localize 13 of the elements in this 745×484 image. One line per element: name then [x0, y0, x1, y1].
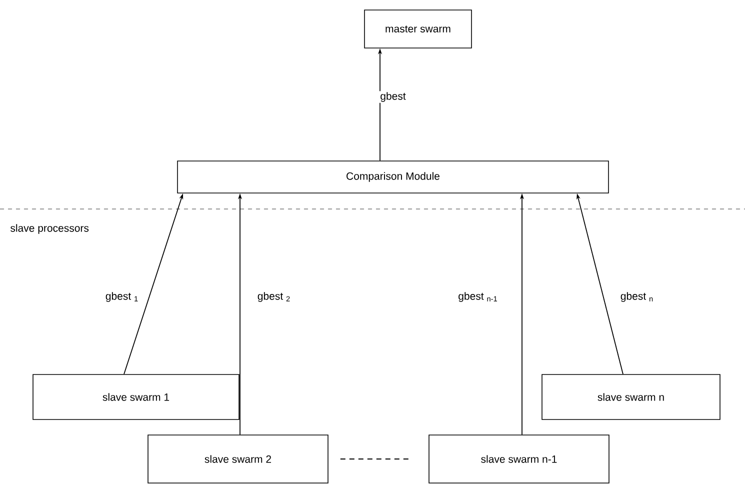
process-box: Comparison Module [177, 160, 609, 194]
connector-line [340, 458, 410, 460]
process-box: slave swarm n [542, 374, 720, 420]
process-box: slave swarm n-1 [428, 434, 610, 484]
edge-label: gbest $_{n}$ [619, 291, 655, 303]
edge-label: gbest $_{n-1}$ [457, 291, 499, 303]
edge-label: gbest $_{2}$ [256, 291, 292, 303]
edge-label: gbest $_{1}$ [104, 291, 140, 303]
edge-label: gbest [379, 91, 407, 103]
region-label: slave processors [10, 224, 89, 234]
process-box: slave swarm 1 [32, 374, 240, 420]
process-box: slave swarm 2 [148, 434, 328, 484]
process-box: master swarm [364, 10, 472, 48]
